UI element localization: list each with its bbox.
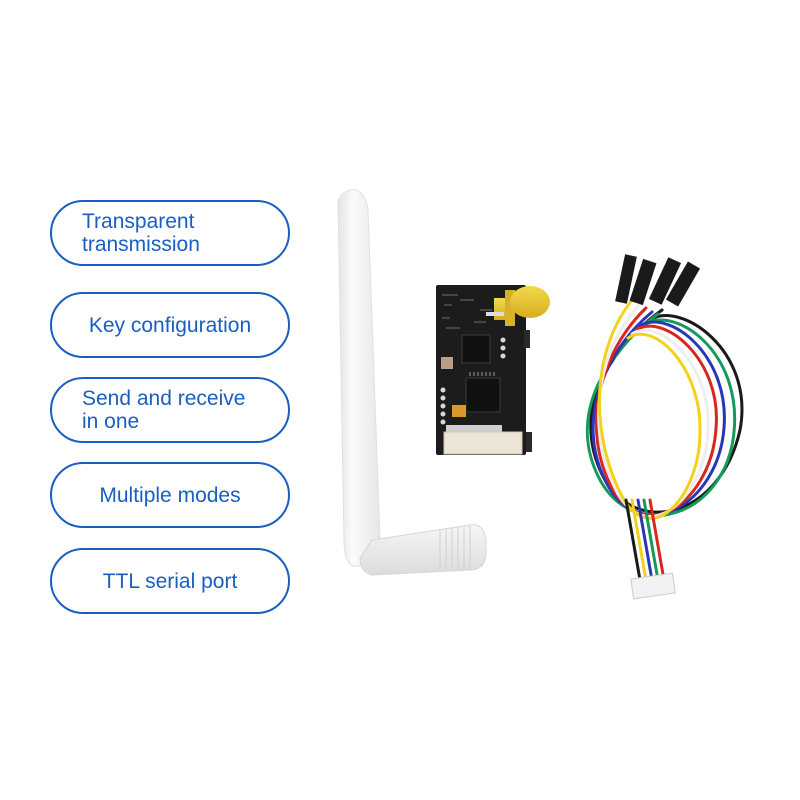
feature-label-line: Transparent: [82, 210, 195, 233]
wireless-module: [436, 285, 550, 455]
feature-pill-ttl-serial-port: TTL serial port: [50, 548, 290, 614]
feature-label-line: transmission: [82, 233, 200, 256]
feature-pill-multiple-modes: Multiple modes: [50, 462, 290, 528]
feature-label: Multiple modes: [99, 483, 241, 507]
feature-label-line: in one: [82, 410, 140, 433]
feature-label: TTL serial port: [102, 569, 238, 593]
feature-label: Key configuration: [88, 313, 252, 337]
jst-connector: [630, 572, 676, 600]
feature-pill-key-configuration: Key configuration: [50, 292, 290, 358]
feature-label-line: Send and receive: [82, 387, 246, 410]
dupont-connectors: [615, 254, 701, 307]
feature-pill-transparent-transmission: Transparent transmission: [50, 200, 290, 266]
feature-pill-send-receive: Send and receive in one: [50, 377, 290, 443]
jumper-cable: [586, 298, 744, 582]
antenna: [337, 189, 487, 576]
